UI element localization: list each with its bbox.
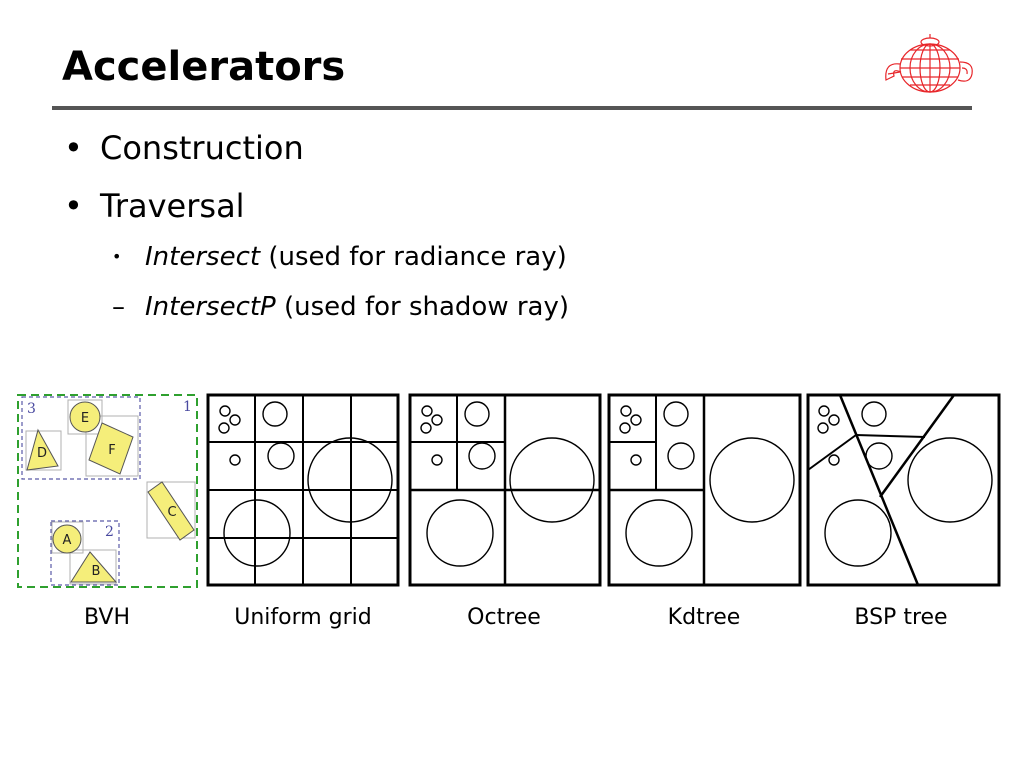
bvh-shape-label: B	[92, 564, 101, 579]
term-intersect: Intersect	[145, 242, 261, 272]
bvh-shape-label: D	[37, 446, 47, 461]
sub-bullet-text: IntersectP (used for shadow ray)	[145, 290, 569, 324]
title-rule	[52, 106, 972, 110]
bsp-tree-diagram	[806, 393, 1001, 587]
bullet-text: Traversal	[100, 187, 245, 225]
bullet-dot: •	[64, 129, 83, 167]
term-intersectp: IntersectP	[145, 292, 276, 322]
bvh-shape-label: E	[81, 411, 89, 426]
caption-bvh: BVH	[83, 605, 130, 630]
caption-bsp-tree: BSP tree	[854, 605, 948, 630]
bvh-node-label: 1	[183, 399, 192, 415]
bvh-diagram	[17, 394, 198, 588]
caption-octree: Octree	[467, 605, 541, 630]
bullet-text: Construction	[100, 129, 304, 167]
bvh-shape-label: A	[63, 533, 72, 548]
bullet-dash: –	[112, 292, 125, 322]
accelerator-diagrams: 1 2 3 A B C D E F	[17, 393, 1001, 588]
bullet-dot: •	[64, 187, 83, 225]
bullet-dot: •	[112, 247, 122, 266]
bvh-node-label: 3	[27, 401, 36, 417]
octree-diagram	[408, 393, 602, 587]
slide-title: Accelerators	[62, 44, 346, 90]
caption-uniform-grid: Uniform grid	[234, 605, 372, 630]
bvh-shape-label: C	[167, 505, 176, 520]
kdtree-diagram	[607, 393, 802, 587]
bvh-node-label: 2	[105, 524, 114, 540]
teapot-icon	[885, 34, 973, 93]
term-description: (used for shadow ray)	[275, 292, 570, 322]
uniform-grid-diagram	[206, 393, 400, 587]
sub-bullet-text: Intersect (used for radiance ray)	[145, 240, 567, 274]
caption-kdtree: Kdtree	[667, 605, 741, 630]
term-description: (used for radiance ray)	[260, 242, 567, 272]
bvh-shape-label: F	[108, 443, 115, 458]
